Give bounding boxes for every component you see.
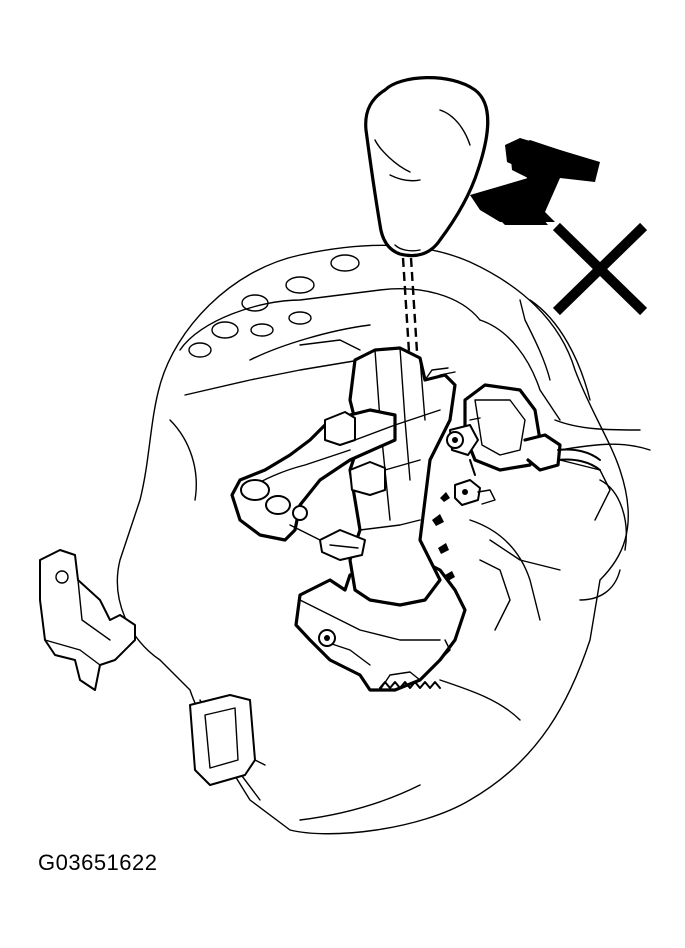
- shift-lock-solenoid: [446, 383, 601, 506]
- console-holes: [188, 254, 371, 361]
- lever-shaft-dashed: [401, 257, 411, 353]
- arrow-icon: [470, 138, 600, 225]
- figure-code: G03651622: [38, 850, 158, 875]
- mounting-bracket-bottom: [189, 694, 266, 786]
- shift-knob: [364, 76, 490, 258]
- mounting-bracket-left: [39, 549, 136, 691]
- cross-icon: [552, 222, 648, 316]
- shift-lever-assembly: [230, 346, 467, 692]
